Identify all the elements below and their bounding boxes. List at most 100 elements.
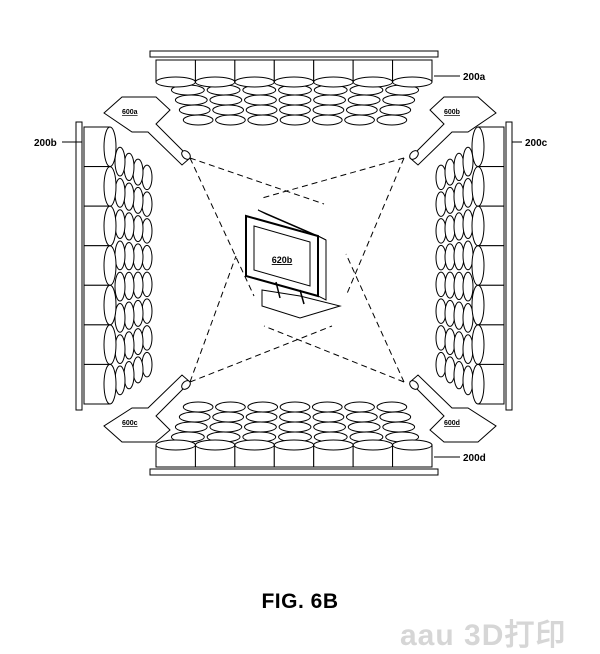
speaker-cell — [379, 104, 412, 116]
speaker-cell — [435, 298, 447, 324]
speaker-cell — [114, 334, 126, 364]
speaker-cell — [444, 158, 456, 186]
speaker-cell — [123, 212, 135, 241]
array-plate — [149, 468, 439, 476]
speaker-cylinder-face — [471, 166, 485, 207]
speaker-cell — [132, 271, 144, 299]
speaker-cell — [347, 421, 381, 433]
speaker-cell — [123, 271, 135, 301]
field-of-view-line — [189, 325, 333, 383]
speaker-cell — [141, 218, 153, 244]
speaker-cell — [132, 328, 144, 356]
camera-bracket — [409, 96, 497, 166]
speaker-cylinder-face — [103, 126, 117, 168]
camera-600c — [103, 374, 191, 443]
speaker-cell — [123, 360, 135, 390]
speaker-cylinder-face — [313, 76, 354, 88]
speaker-cell — [212, 411, 245, 423]
camera-label-600c: 600c — [122, 420, 138, 427]
speaker-cylinder-face — [155, 76, 196, 88]
speaker-cell — [462, 178, 474, 208]
speaker-cylinder-face — [392, 76, 433, 88]
speaker-cylinder-face — [194, 76, 236, 88]
speaker-cylinder-face — [471, 363, 485, 405]
speaker-cylinder-face — [313, 439, 354, 451]
speaker-cell — [444, 356, 456, 384]
field-of-view-line — [345, 253, 405, 383]
speaker-cell — [462, 303, 474, 333]
speaker-cell — [444, 328, 456, 356]
speaker-cell — [141, 351, 153, 378]
speaker-cell — [435, 325, 447, 351]
speaker-cell — [174, 94, 208, 106]
field-of-view-line — [189, 255, 237, 383]
speaker-cell — [279, 401, 311, 413]
speaker-cell — [132, 158, 144, 186]
speaker-cell — [345, 104, 378, 116]
speaker-cell — [462, 146, 474, 177]
speaker-cell — [123, 241, 135, 271]
speaker-cell — [278, 94, 312, 106]
speaker-cylinder-face — [103, 245, 117, 286]
monitor-side-edge — [317, 235, 327, 301]
speaker-cell — [212, 104, 245, 116]
speaker-cell — [132, 243, 144, 271]
speaker-cell — [311, 114, 343, 126]
speaker-cell — [114, 271, 126, 302]
field-of-view-line — [189, 157, 255, 297]
speaker-cell — [435, 244, 447, 271]
speaker-cylinder-face — [194, 439, 236, 451]
array-label-200d: 200d — [463, 453, 486, 464]
speaker-cell — [376, 114, 408, 126]
speaker-cell — [244, 421, 277, 433]
speaker-cell — [444, 271, 456, 299]
speaker-cell — [453, 152, 465, 182]
speaker-cell — [453, 301, 465, 330]
camera-label-600d: 600d — [444, 420, 460, 427]
speaker-cell — [312, 411, 345, 423]
speaker-cell — [444, 215, 456, 243]
field-of-view-line — [261, 157, 405, 199]
speaker-cell — [379, 411, 412, 423]
speaker-cylinder-face — [234, 439, 275, 451]
speaker-array-200b — [75, 121, 153, 411]
speaker-cell — [132, 299, 144, 327]
array-plate — [505, 121, 513, 411]
speaker-cell — [444, 186, 456, 214]
field-of-view-line — [189, 157, 325, 205]
camera-label-600b: 600b — [444, 109, 460, 116]
camera-label-600a: 600a — [122, 109, 138, 116]
array-label-200c: 200c — [525, 138, 548, 149]
speaker-cell — [123, 331, 135, 360]
camera-fields-of-view — [189, 157, 405, 383]
monitor-stand — [299, 289, 305, 305]
camera-lens — [181, 150, 191, 160]
speaker-cell — [123, 182, 135, 211]
speaker-cylinder-face — [155, 439, 196, 451]
camera-lens — [181, 380, 191, 390]
speaker-cell — [215, 114, 246, 126]
speaker-cell — [178, 104, 211, 116]
array-label-200a: 200a — [463, 72, 486, 83]
speaker-array-200d — [149, 401, 439, 476]
monitor-label: 620b — [272, 255, 293, 265]
speaker-cell — [132, 356, 144, 384]
speaker-cylinder-face — [352, 439, 394, 451]
monitor-stand — [275, 281, 281, 299]
speaker-cell — [123, 152, 135, 182]
watermark-logo: aau 3D打印 — [400, 619, 567, 652]
monitor-screen — [253, 225, 311, 287]
speaker-cylinder-face — [471, 245, 485, 286]
speaker-cell — [376, 401, 408, 413]
speaker-cell — [435, 164, 447, 191]
speaker-cell — [114, 178, 126, 208]
field-of-view-line — [345, 157, 405, 297]
speaker-cell — [462, 209, 474, 239]
speaker-cell — [114, 365, 126, 396]
speaker-cell — [279, 114, 311, 126]
speaker-cell — [344, 401, 375, 413]
speaker-cell — [182, 114, 214, 126]
speaker-cell — [311, 401, 343, 413]
speaker-cell — [345, 411, 378, 423]
speaker-cell — [245, 411, 278, 423]
